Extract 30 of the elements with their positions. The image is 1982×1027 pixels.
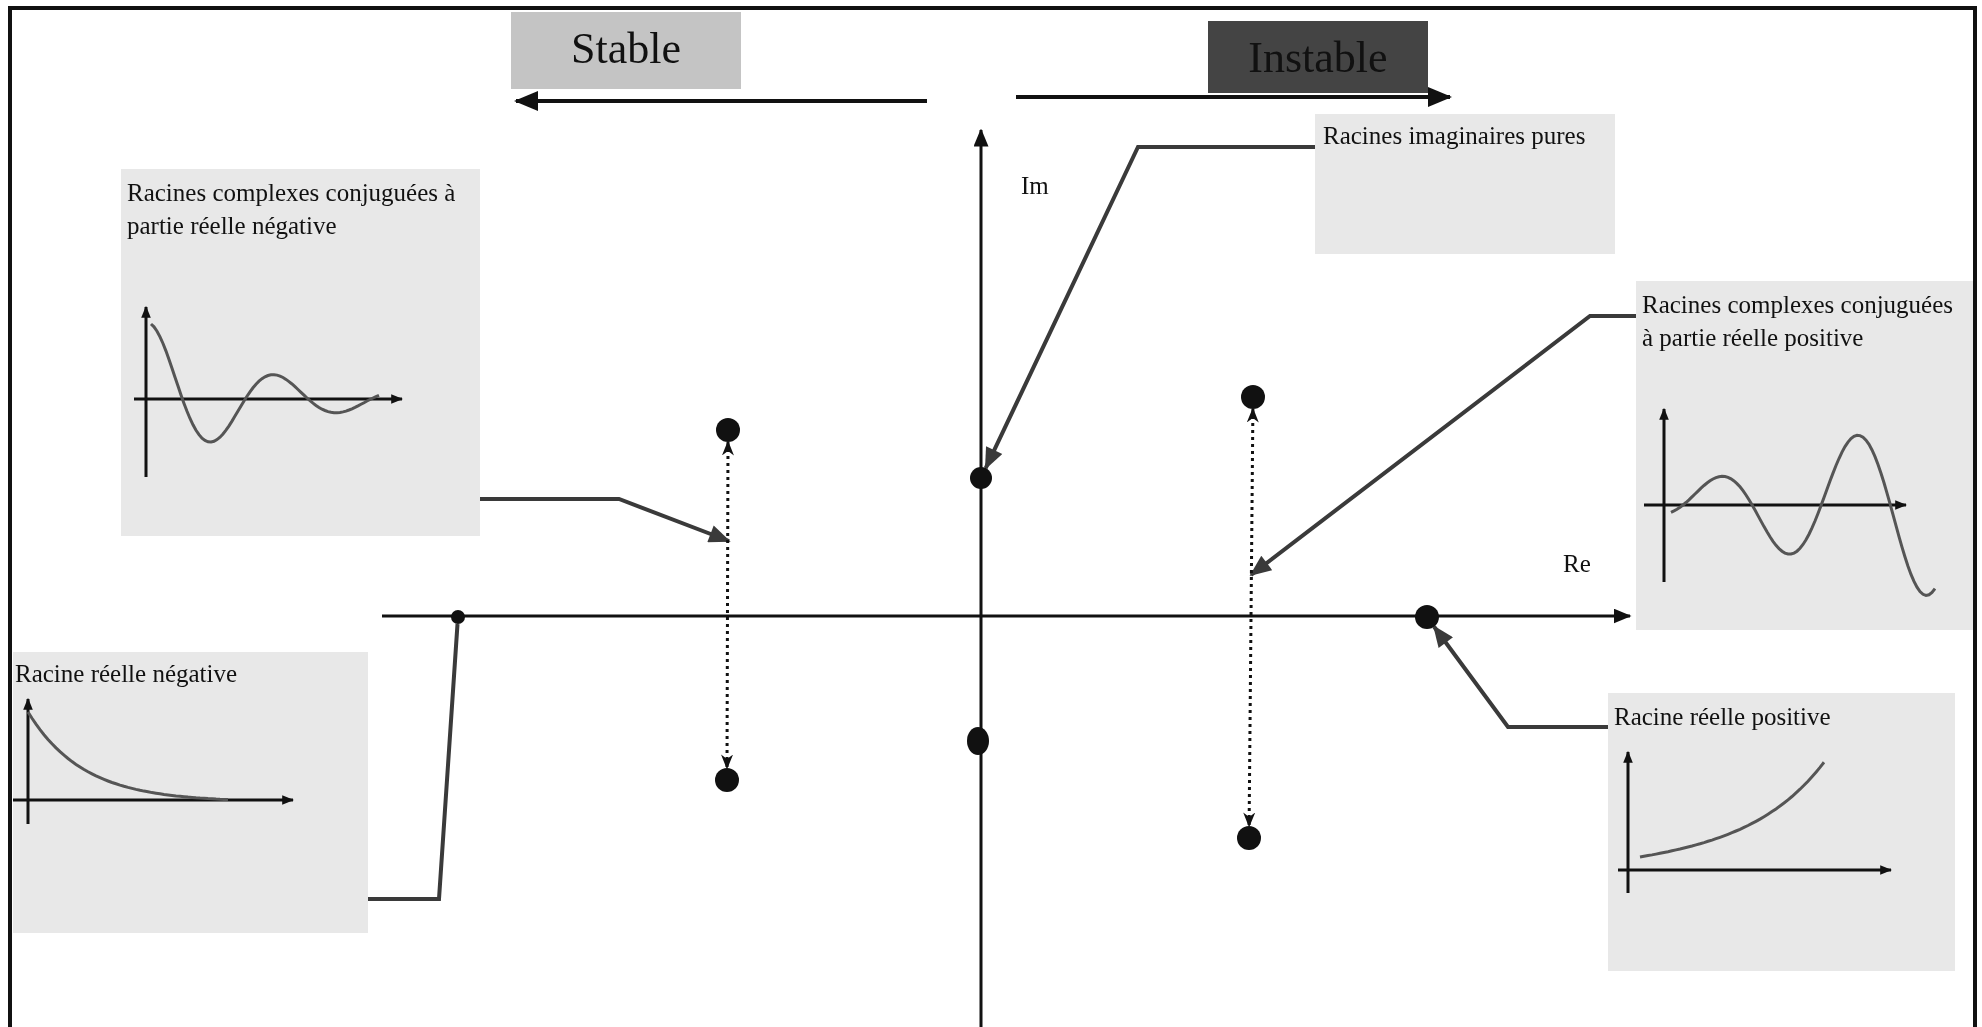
pole-dot <box>715 768 739 792</box>
leader-line <box>1249 314 1636 577</box>
region-label-box <box>1208 21 1428 93</box>
pole-dot <box>1415 605 1439 629</box>
leader-line <box>368 623 460 901</box>
dotted-arrow <box>1243 407 1259 828</box>
pole-dot <box>1241 385 1265 409</box>
box-text: Racines complexes conjuguées à partie réelle négative <box>127 178 457 241</box>
box-text: Racines complexes conjuguées à partie réelle positive <box>1642 290 1954 353</box>
root-type-box <box>1608 693 1955 971</box>
axis-label: Re <box>1563 550 1591 578</box>
root-type-box <box>121 169 480 536</box>
pole-dot <box>451 610 465 624</box>
axis-label: Im <box>1021 172 1049 200</box>
leader-line <box>480 497 731 543</box>
root-type-box <box>1315 114 1615 254</box>
pole-dot <box>967 727 989 755</box>
pole-dot <box>716 418 740 442</box>
root-type-box <box>13 652 368 933</box>
box-text: Racines imaginaires pures <box>1323 121 1587 151</box>
pole-dot <box>970 467 992 489</box>
leader-line <box>983 145 1315 470</box>
region-label-box <box>511 12 741 89</box>
box-text: Racine réelle positive <box>1614 702 1832 732</box>
root-type-box <box>1636 281 1975 630</box>
box-text: Racine réelle négative <box>15 659 239 689</box>
leader-line <box>1432 625 1608 729</box>
dotted-arrow <box>721 440 734 770</box>
box-text: Stable <box>570 23 682 75</box>
pole-dot <box>1237 826 1261 850</box>
